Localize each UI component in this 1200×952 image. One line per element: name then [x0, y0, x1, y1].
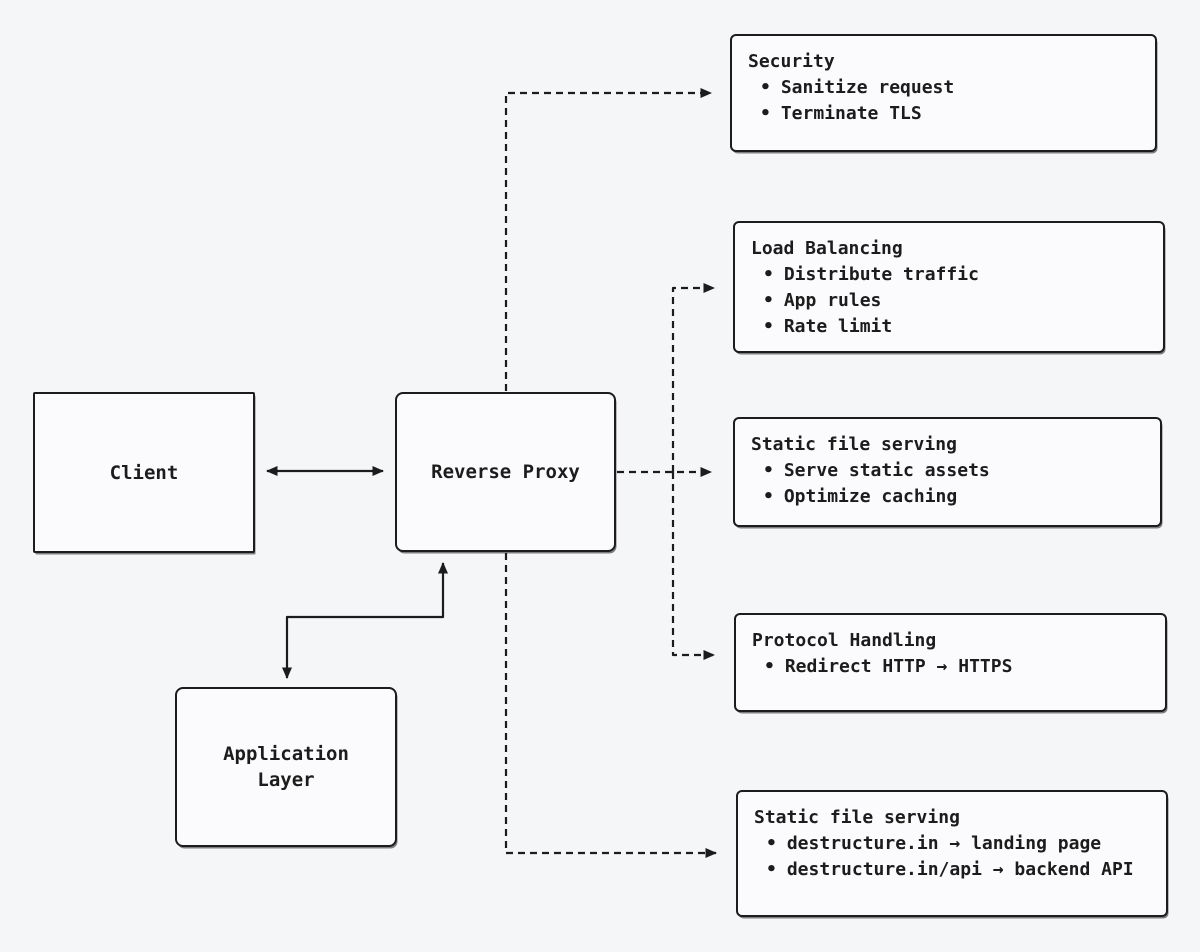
node-reverse-proxy: Reverse Proxy [395, 392, 616, 552]
node-client-label: Client [109, 461, 179, 484]
feature-item: • Terminate TLS [748, 101, 1139, 127]
feature-box-static-file-serving: Static file serving • Serve static asset… [733, 417, 1162, 527]
feature-title: Static file serving [754, 807, 960, 828]
feature-item-label: App rules [783, 290, 882, 311]
bullet-icon: • [760, 77, 771, 98]
feature-item-label: destructure.in/api → backend API [786, 859, 1134, 880]
bullet-icon: • [766, 859, 777, 880]
feature-title: Static file serving [751, 434, 957, 455]
feature-item: • Optimize caching [751, 484, 1144, 510]
arrow-reverse-proxy-security [504, 88, 712, 391]
node-application-layer-label-line1: Application [223, 743, 349, 765]
feature-item: • destructure.in/api → backend API [754, 857, 1150, 883]
arrow-reverse-proxy-routing [504, 553, 717, 858]
node-application-layer-label-line2: Layer [257, 769, 315, 791]
node-client: Client [33, 392, 255, 553]
feature-title: Security [748, 51, 835, 72]
arrow-branch-load-balancing [671, 283, 715, 472]
feature-item: • Sanitize request [748, 75, 1139, 101]
bullet-icon: • [763, 290, 774, 311]
feature-title: Load Balancing [751, 238, 903, 259]
feature-item-label: Rate limit [783, 316, 893, 337]
feature-item-label: destructure.in → landing page [786, 833, 1102, 854]
feature-box-security: Security • Sanitize request • Terminate … [730, 34, 1157, 152]
feature-item-label: Distribute traffic [783, 264, 979, 285]
feature-item-label: Serve static assets [783, 460, 990, 481]
bullet-icon: • [763, 460, 774, 481]
arrow-reverse-proxy-application-layer [282, 562, 448, 679]
feature-item: • Rate limit [751, 314, 1147, 340]
arrow-branch-protocol-handling [671, 472, 715, 660]
node-reverse-proxy-label: Reverse Proxy [431, 461, 580, 483]
bullet-icon: • [760, 103, 771, 124]
feature-title: Protocol Handling [752, 630, 937, 651]
bullet-icon: • [766, 833, 777, 854]
bullet-icon: • [763, 316, 774, 337]
bullet-icon: • [763, 264, 774, 285]
feature-item: • Distribute traffic [751, 262, 1147, 288]
feature-item: • App rules [751, 288, 1147, 314]
bullet-icon: • [764, 656, 775, 677]
node-application-layer: Application Layer [175, 687, 397, 847]
feature-item-label: Terminate TLS [780, 103, 922, 124]
feature-item: • Redirect HTTP → HTTPS [752, 654, 1149, 680]
feature-box-routing: Static file serving • destructure.in → l… [736, 790, 1168, 917]
bullet-icon: • [763, 486, 774, 507]
feature-box-protocol-handling: Protocol Handling • Redirect HTTP → HTTP… [734, 613, 1167, 712]
feature-item: • Serve static assets [751, 458, 1144, 484]
feature-item: • destructure.in → landing page [754, 831, 1150, 857]
feature-item-label: Optimize caching [783, 486, 958, 507]
feature-item-label: Redirect HTTP → HTTPS [784, 656, 1013, 677]
feature-box-load-balancing: Load Balancing • Distribute traffic • Ap… [733, 221, 1165, 353]
feature-item-label: Sanitize request [780, 77, 955, 98]
